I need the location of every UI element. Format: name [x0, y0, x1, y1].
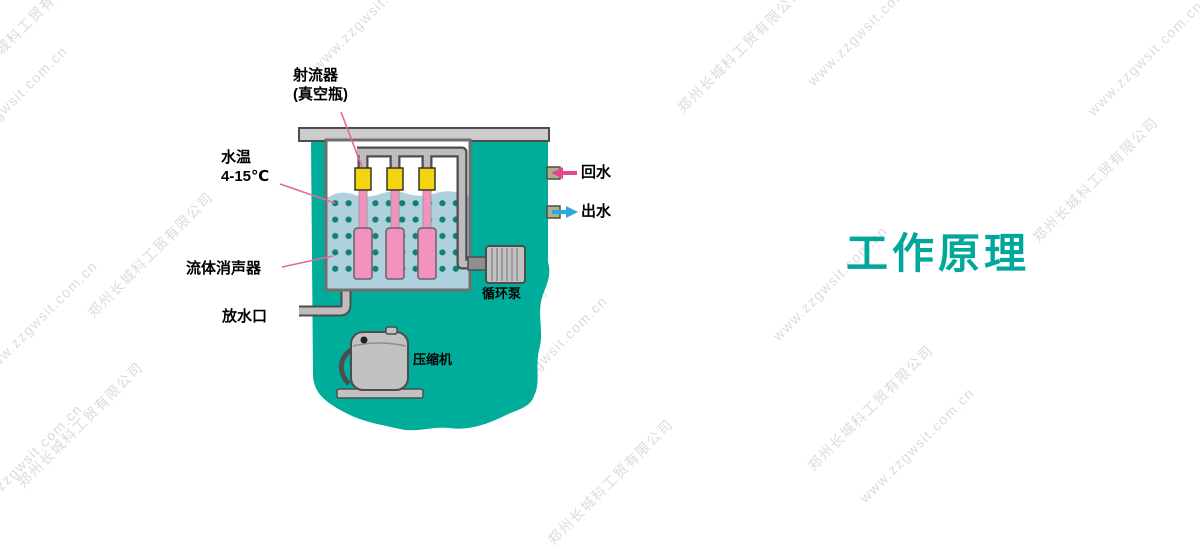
jet-device-1 — [353, 167, 373, 280]
compressor-body — [350, 331, 409, 391]
page-title: 工作原理 — [846, 230, 1031, 277]
leader-line-muffler — [281, 255, 334, 268]
label-out-water: 出水 — [581, 203, 612, 220]
label-drain: 放水口 — [222, 308, 268, 325]
label-jet: 射流器 (真空瓶) — [293, 67, 348, 105]
label-water-temp-line2: 4-15℃ — [221, 167, 270, 185]
leader-line-temp — [279, 183, 336, 204]
leader-lines — [279, 111, 363, 268]
diagram-svg — [279, 111, 578, 431]
label-jet-line2: (真空瓶) — [293, 85, 348, 103]
drain-pipe — [299, 284, 352, 317]
jet-device-3 — [417, 167, 437, 280]
inner-tank-border — [324, 138, 472, 292]
label-muffler: 流体消声器 — [186, 260, 262, 277]
out-water-arrow — [552, 206, 578, 218]
label-return-water: 回水 — [581, 164, 612, 181]
label-water-temp-line1: 水温 — [221, 149, 252, 166]
compressor — [336, 326, 424, 399]
label-jet-line1: 射流器 — [293, 67, 339, 84]
return-water-arrow — [551, 167, 577, 179]
jet-device-2 — [385, 167, 405, 280]
leader-line-jet — [340, 111, 363, 168]
circulation-pump — [467, 245, 526, 284]
label-water-temp: 水温 4-15℃ — [221, 149, 269, 187]
label-pump: 循环泵 — [482, 286, 522, 301]
compressor-terminal — [360, 336, 368, 344]
label-compressor: 压缩机 — [413, 352, 453, 367]
